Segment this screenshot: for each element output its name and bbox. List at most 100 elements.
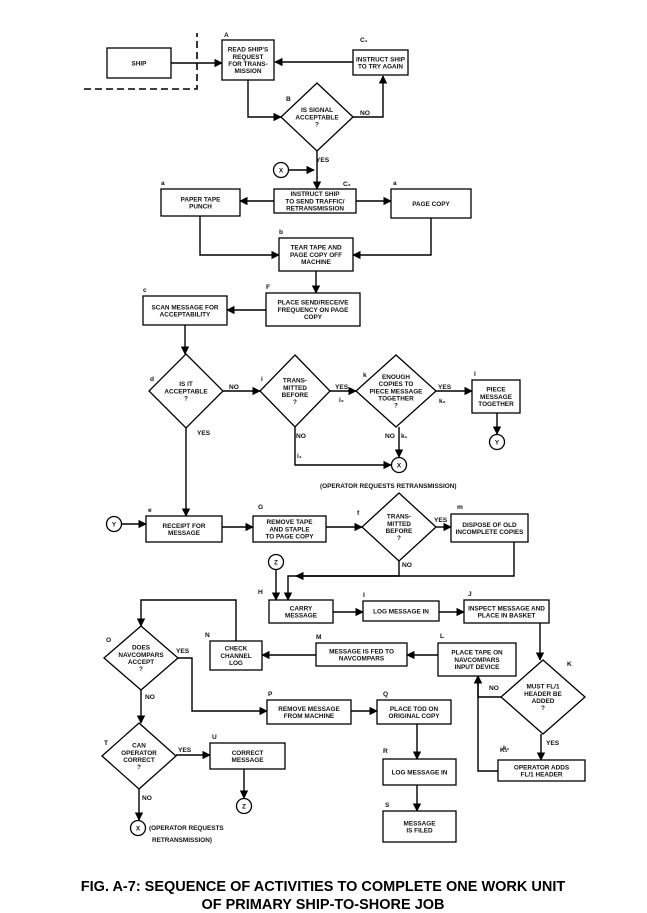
flow-arrow — [473, 675, 498, 772]
connector-y — [488, 433, 506, 451]
can-correct-text: OPERATOR — [121, 750, 157, 757]
connector-z — [235, 797, 253, 815]
tear-tape-text: MACHINE — [301, 259, 332, 266]
flow-arrow — [199, 216, 280, 260]
dispose-box — [450, 513, 529, 543]
signal-ok-text: ? — [315, 121, 319, 128]
instruct-send-text: INSTRUCT SHIP — [291, 191, 341, 198]
flow-arrow — [294, 427, 392, 470]
signal-ok-decision — [280, 82, 354, 152]
piece-msg-step-tag: l — [474, 371, 476, 378]
correct-msg-text: MESSAGE — [232, 757, 265, 764]
fed-nav-text: MESSAGE IS FED TO — [329, 648, 394, 655]
read-request-text: FOR TRANS- — [228, 61, 267, 68]
place-tod-box — [376, 699, 452, 725]
remove-tape-text: AND STAPLE — [269, 526, 310, 533]
branch-label-no: NO — [142, 795, 152, 802]
piece-msg-text: PIECE — [486, 387, 506, 394]
place-tape-nav-text: INPUT DEVICE — [455, 664, 500, 671]
trans-before-1-text: TRANS- — [283, 378, 307, 385]
trans-before-2-text: ? — [397, 535, 401, 542]
receipt-text: MESSAGE — [168, 530, 201, 537]
remove-tape-box — [252, 515, 327, 543]
tear-tape-box — [278, 237, 354, 272]
filed-text: IS FILED — [406, 827, 433, 834]
piece-msg-text: MESSAGE — [480, 394, 513, 401]
correct-msg-box — [209, 742, 286, 770]
log-in-1-step-tag: I — [363, 592, 365, 599]
paper-tape-step-tag: a — [161, 180, 165, 187]
remove-from-machine-step-tag: P — [268, 691, 273, 698]
flow-arrow — [136, 599, 237, 641]
paper-tape-text: PAPER TAPE — [181, 196, 222, 203]
connector-letter: X — [136, 825, 141, 832]
branch-label-yes: YES — [438, 384, 452, 391]
log-in-2-text: LOG MESSAGE IN — [392, 769, 448, 776]
read-request-box — [221, 39, 275, 81]
instruct-send-step-tag: C₂ — [343, 181, 351, 188]
remove-tape-step-tag: G — [258, 504, 263, 511]
scan-msg-box — [142, 295, 228, 326]
retransmission-note: RETRANSMISSION) — [152, 837, 212, 844]
can-correct-decision — [101, 722, 177, 790]
remove-tape-text: TO PAGE COPY — [265, 533, 314, 540]
branch-label-yes: YES — [335, 384, 349, 391]
place-tape-nav-text: PLACE TAPE ON — [451, 650, 503, 657]
log-in-2-box — [382, 758, 457, 786]
connector-letter: Z — [242, 803, 246, 810]
is-acceptable-text: IS IT — [179, 381, 193, 388]
dispose-step-tag: m — [457, 504, 463, 511]
paper-tape-text: PUNCH — [189, 203, 212, 210]
enough-copies-text: ENOUGH — [382, 374, 410, 381]
must-header-text: MUST FL/1 — [526, 684, 559, 691]
connector-x — [390, 456, 408, 474]
branch-label-no: NO — [402, 562, 412, 569]
fed-nav-box — [315, 642, 408, 667]
place-freq-box — [265, 292, 361, 327]
connector-letter: Y — [112, 521, 117, 528]
trans-before-2-text: BEFORE — [386, 528, 413, 535]
nav-accept-text: DOES — [132, 645, 151, 652]
trans-before-1-step-tag: i — [261, 376, 263, 383]
ship-text: SHIP — [132, 60, 148, 67]
read-request-step-tag: A — [224, 32, 229, 39]
carry-msg-box — [268, 599, 334, 624]
paper-tape-box — [160, 188, 241, 217]
carry-msg-text: CARRY — [290, 605, 313, 612]
log-in-1-box — [362, 600, 440, 622]
filed-text: MESSAGE — [404, 820, 437, 827]
place-freq-text: COPY — [304, 314, 323, 321]
correct-msg-text: CORRECT — [232, 750, 264, 757]
retransmission-note: (OPERATOR REQUESTS — [149, 825, 224, 832]
can-correct-step-tag: T — [104, 740, 108, 747]
adds-header-text: FL/1 HEADER — [521, 771, 563, 778]
instruct-send-text: TO SEND TRAFFIC/ — [285, 198, 344, 205]
must-header-text: HEADER BE — [524, 691, 562, 698]
is-acceptable-step-tag: d — [150, 376, 154, 383]
must-header-text: ? — [541, 705, 545, 712]
trans-before-1-decision — [259, 354, 331, 428]
instruct-try-text: TO TRY AGAIN — [358, 63, 403, 70]
figure-caption-line-1: FIG. A-7: SEQUENCE OF ACTIVITIES TO COMP… — [81, 879, 566, 895]
is-acceptable-decision — [148, 353, 224, 429]
piece-msg-box — [471, 379, 521, 414]
filed-box — [382, 810, 457, 843]
retransmission-note: (OPERATOR REQUESTS RETRANSMISSION) — [320, 483, 456, 490]
branch-label-yes: YES — [197, 430, 211, 437]
filed-step-tag: S — [385, 802, 390, 809]
is-acceptable-text: ? — [184, 395, 188, 402]
adds-header-step-tag: K₁ — [500, 747, 508, 754]
instruct-try-box — [352, 49, 409, 76]
instruct-send-box — [273, 188, 357, 214]
flow-arrow — [352, 218, 432, 260]
place-freq-text: FREQUENCY ON PAGE — [278, 307, 350, 314]
nav-accept-text: NAVCOMPARS — [118, 652, 164, 659]
read-request-text: MISSION — [235, 68, 262, 75]
inspect-box — [463, 599, 550, 624]
enough-copies-text: COPIES TO — [379, 381, 414, 388]
branch-label-no: NO — [489, 685, 499, 692]
page-copy-text: PAGE COPY — [412, 201, 450, 208]
